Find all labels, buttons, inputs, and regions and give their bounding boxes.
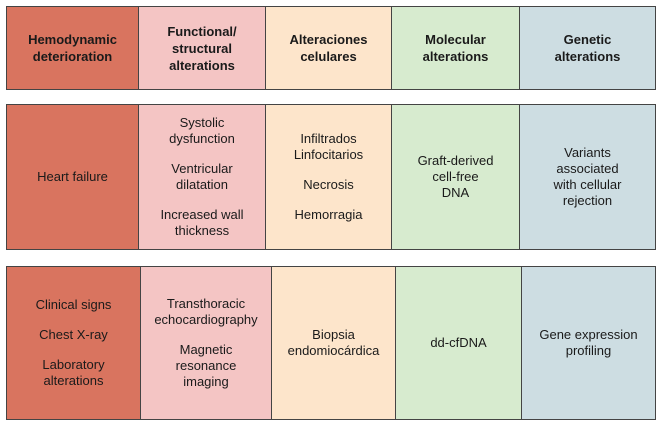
method-functional: Transthoracic echocardiography Magnetic … [141,267,272,419]
header-genetic: Genetic alterations [520,7,655,89]
header-cellular: Alteraciones celulares [266,7,392,89]
findings-row: Heart failure Systolic dysfunction Ventr… [6,104,656,250]
methods-row: Clinical signs Chest X-ray Laboratory al… [6,266,656,420]
header-row: Hemodynamic deterioration Functional/ st… [6,6,656,90]
finding-hemodynamic: Heart failure [7,105,139,249]
method-genetic: Gene expression profiling [522,267,655,419]
finding-functional: Systolic dysfunction Ventricular dilatat… [139,105,266,249]
header-molecular: Molecular alterations [392,7,520,89]
finding-genetic: Variants associated with cellular reject… [520,105,655,249]
method-molecular: dd-cfDNA [396,267,522,419]
finding-molecular: Graft-derived cell-free DNA [392,105,520,249]
header-hemodynamic: Hemodynamic deterioration [7,7,139,89]
method-cellular: Biopsia endomiocárdica [272,267,396,419]
method-hemodynamic: Clinical signs Chest X-ray Laboratory al… [7,267,141,419]
finding-cellular: Infiltrados Linfocitarios Necrosis Hemor… [266,105,392,249]
header-functional: Functional/ structural alterations [139,7,266,89]
